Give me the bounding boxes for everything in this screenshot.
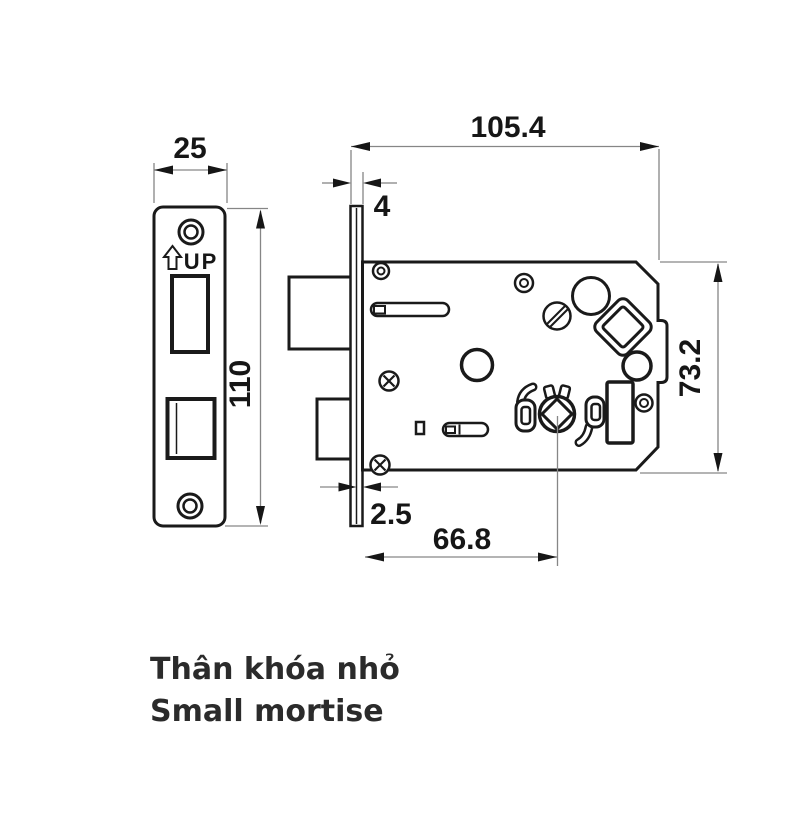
dimension-rear-plate-thickness: 2.5 (320, 482, 412, 531)
rear-plate-thickness-label: 2.5 (370, 498, 412, 531)
screw-slot-line (548, 307, 570, 329)
arrowhead-right-icon (338, 482, 357, 492)
lever-left-loop-hole (520, 405, 532, 426)
dimension-faceplate-thickness: 4 (322, 150, 397, 223)
follower-square-hole (539, 396, 575, 432)
latch-bolt (287, 275, 353, 351)
plate-width-label: 25 (173, 132, 206, 165)
lever-right (574, 395, 606, 447)
arrowhead-right-icon (208, 165, 227, 175)
lever-right-loop-hole (590, 402, 602, 422)
total-depth-label: 105.4 (470, 111, 545, 144)
arrowhead-up-icon (713, 263, 723, 282)
arrowhead-left-icon (154, 165, 173, 175)
lever-left (514, 382, 538, 433)
faceplate-thickness-label: 4 (374, 190, 391, 223)
screw-slot-line (545, 304, 567, 326)
dimension-plate-width: 25 (153, 132, 228, 203)
deadbolt-window (165, 397, 217, 460)
arrowhead-right-icon (538, 552, 557, 562)
adjustment-slot-notch (373, 305, 386, 315)
stop-pin-hole-icon (621, 350, 653, 382)
arrowhead-down-icon (713, 453, 723, 472)
arrowhead-left-icon (363, 482, 381, 492)
small-stop-block (414, 420, 426, 436)
arrowhead-left-icon (365, 552, 384, 562)
up-marking-label: UP (184, 249, 219, 274)
lower-slot-notch (445, 425, 456, 434)
caption-english: Small mortise (150, 694, 384, 729)
arrowhead-right-icon (333, 178, 351, 188)
caption: Thân khóa nhỏ Small mortise (150, 652, 400, 729)
arrowhead-up-icon (256, 209, 265, 229)
strike-plate-slot (605, 380, 635, 445)
screw-ring-inner-icon (639, 398, 649, 408)
arrowhead-left-icon (351, 142, 370, 151)
screw-hole-top-inner-icon (183, 224, 199, 240)
adjustment-slot (369, 301, 451, 318)
body-height-label: 73.2 (674, 339, 707, 397)
slotted-screw-icon (542, 301, 572, 331)
faceplate-edge-view (287, 204, 364, 528)
arrowhead-left-icon (363, 178, 381, 188)
fixing-hole-icon (459, 347, 495, 383)
phillips-cross-line (373, 458, 387, 472)
dimension-total-depth: 105.4 (351, 111, 660, 260)
phillips-screw-icon (369, 454, 391, 476)
plate-height-label: 110 (224, 360, 257, 408)
lever-right-tail-fill (577, 425, 591, 445)
caption-vietnamese: Thân khóa nhỏ (150, 652, 400, 687)
square-hub-inner (601, 305, 645, 349)
screw-ring-inner-icon (519, 278, 529, 288)
cylinder-hole-icon (571, 276, 611, 316)
faceplate-front-view: UP (152, 205, 227, 528)
phillips-screw-icon (378, 370, 400, 392)
backset-label: 66.8 (433, 523, 491, 556)
up-arrow-icon (161, 244, 184, 270)
screw-ring-inner-icon (376, 266, 386, 276)
spindle-follower (537, 384, 577, 434)
phillips-cross-line (382, 374, 396, 388)
dimension-backset: 66.8 (365, 416, 559, 566)
dead-bolt (315, 397, 353, 461)
arrowhead-right-icon (640, 142, 659, 151)
latch-window (170, 274, 210, 354)
screw-hole-bottom-inner-icon (182, 498, 198, 514)
arrowhead-down-icon (256, 506, 265, 525)
dimension-body-height: 73.2 (640, 261, 727, 474)
dimension-plate-height: 110 (224, 207, 268, 527)
lock-body-side-view (361, 260, 669, 476)
